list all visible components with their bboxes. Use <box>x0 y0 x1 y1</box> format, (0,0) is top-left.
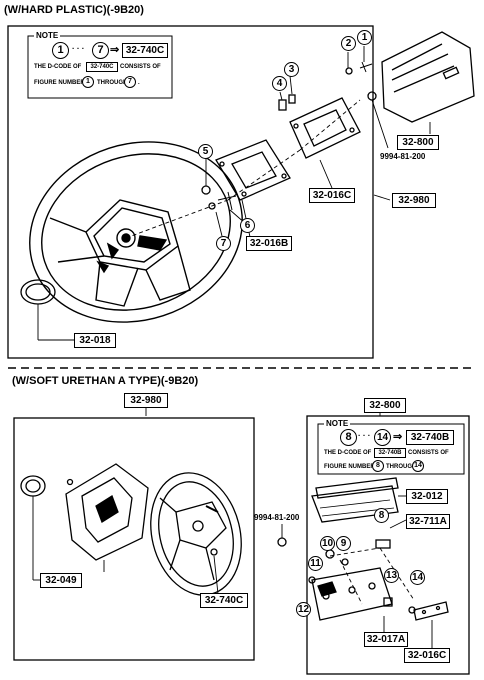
part-32-017A: 32-017A <box>364 632 408 647</box>
callout-3: 3 <box>284 62 299 77</box>
part-32-980: 32-980 <box>392 193 436 208</box>
horn-pad-32-800 <box>381 31 475 123</box>
bottom-note-line2-n2: 14 <box>412 460 424 472</box>
plate-32-016C <box>289 97 361 159</box>
callout-5: 5 <box>198 144 213 159</box>
part-32-711A: 32-711A <box>406 514 450 529</box>
bottom-small-parts <box>308 539 416 614</box>
top-note-line2-n1: 1 <box>82 76 94 88</box>
top-note-line1-b: CONSISTS OF <box>120 64 161 70</box>
part-32-016C-bottom: 32-016C <box>404 648 450 663</box>
callout-13: 13 <box>384 568 399 583</box>
bottom-note-line1-a: THE D-CODE OF <box>324 450 372 456</box>
bolt-9994-81-200 <box>277 537 287 547</box>
bottom-steering-wheel <box>150 472 242 596</box>
bottom-note-line2-b: THROUGH <box>386 464 417 470</box>
bottom-note-code: 32-740B <box>406 430 454 445</box>
top-note-line2-b: THROUGH <box>97 80 128 86</box>
top-note-line1-code: 32-740C <box>86 62 118 72</box>
bottom-plate-32-016C <box>413 601 449 621</box>
top-section-title: (W/HARD PLASTIC)(-9B20) <box>4 4 144 16</box>
callout-6: 6 <box>240 218 255 233</box>
part-9994-81-200: 9994-81-200 <box>380 152 426 161</box>
part-32-800: 32-800 <box>397 135 439 150</box>
bottom-note-label: NOTE <box>324 419 351 428</box>
top-note-label: NOTE <box>34 31 61 40</box>
top-frame <box>7 25 374 359</box>
bottom-hub-cover <box>65 463 149 561</box>
callout-7: 7 <box>216 236 231 251</box>
bottom-note-box <box>317 423 465 475</box>
bottom-right-frame <box>306 415 470 675</box>
bottom-note-line1-code: 32-740B <box>374 448 406 458</box>
callout-8: 8 <box>374 508 389 523</box>
top-note-first-num: 1 <box>52 42 69 59</box>
part-32-012: 32-012 <box>406 489 448 504</box>
part-32-980-bottom: 32-980 <box>124 393 168 408</box>
part-32-049: 32-049 <box>40 573 82 588</box>
bottom-note-line2-a: FIGURE NUMBERS <box>324 464 379 470</box>
bottom-plate-32-017A <box>311 567 393 621</box>
part-9994-81-200-bottom: 9994-81-200 <box>254 513 300 522</box>
top-note-arrow: ⇒ <box>110 44 120 56</box>
top-note-last-num: 7 <box>92 42 109 59</box>
top-steering-wheel <box>29 141 243 323</box>
top-note-line2-a: FIGURE NUMBERS <box>34 80 89 86</box>
callout-4: 4 <box>272 76 287 91</box>
bottom-left-frame <box>13 417 255 661</box>
part-32-018: 32-018 <box>74 333 116 348</box>
bottom-note-line2-n1: 8 <box>372 460 384 472</box>
bottom-note-line1-b: CONSISTS OF <box>408 450 449 456</box>
part-32-800-bottom: 32-800 <box>364 398 406 413</box>
callout-14: 14 <box>410 570 425 585</box>
callout-12: 12 <box>296 602 311 617</box>
bottom-note-dots: · · · <box>358 431 371 440</box>
bottom-note-last-num: 14 <box>374 429 391 446</box>
top-note-code: 32-740C <box>122 43 168 58</box>
bottom-note-arrow: ⇒ <box>393 431 403 443</box>
top-note-dots: · · · <box>72 44 85 53</box>
part-32-016B: 32-016B <box>246 236 292 251</box>
top-note-box <box>27 35 173 99</box>
callout-11: 11 <box>308 556 323 571</box>
top-note-line2-end: . <box>138 80 140 86</box>
top-note-line1-a: THE D-CODE OF <box>34 64 82 70</box>
callout-9: 9 <box>336 536 351 551</box>
callout-10: 10 <box>320 536 335 551</box>
bottom-section-title: (W/SOFT URETHAN A TYPE)(-9B20) <box>12 375 199 387</box>
part-32-016C: 32-016C <box>309 188 355 203</box>
callout-1: 1 <box>357 30 372 45</box>
callout-2: 2 <box>341 36 356 51</box>
part-32-740C: 32-740C <box>200 593 248 608</box>
bottom-note-first-num: 8 <box>340 429 357 446</box>
top-note-line2-n2: 7 <box>124 76 136 88</box>
bottom-ring-32-049 <box>20 475 46 497</box>
plate-32-016B <box>215 139 291 201</box>
